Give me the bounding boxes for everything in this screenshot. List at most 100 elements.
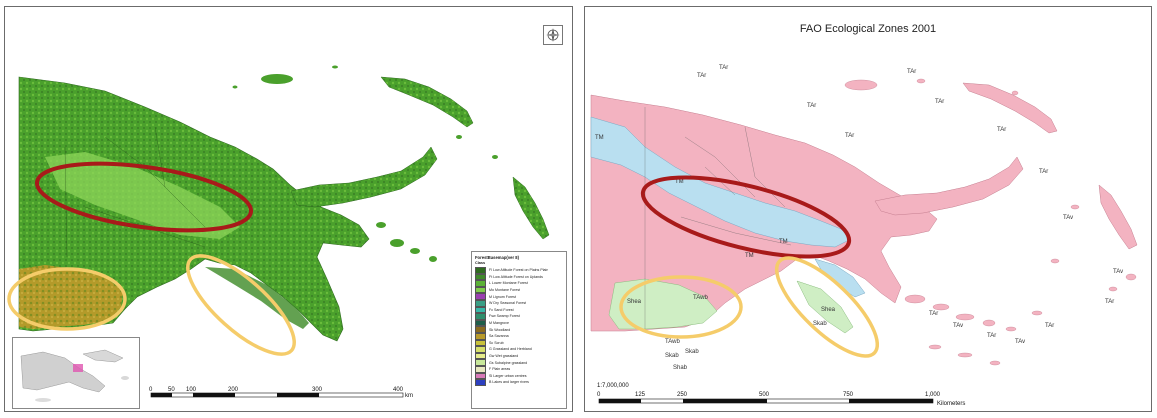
legend-label: B Lakes and larger rivers bbox=[489, 380, 529, 385]
forest-basemap-map: 0 50 100 200 300 400 km bbox=[7, 65, 550, 399]
left-scale-tick: 300 bbox=[312, 387, 323, 393]
zone-label: TAwb bbox=[693, 295, 708, 301]
zone-label: TAwb bbox=[665, 339, 680, 345]
zone-label: TM bbox=[595, 135, 604, 141]
north-arrow-icon bbox=[543, 25, 563, 45]
highlight-highlands-red bbox=[34, 161, 254, 233]
legend-label: Fl Low Altitude Forest on Plains Plain bbox=[489, 268, 549, 273]
tropical-dry-zone bbox=[608, 278, 718, 330]
legend-swatch bbox=[475, 313, 486, 320]
zone-label: TAr bbox=[907, 69, 916, 75]
legend-item: W Dry Seasonal Forest bbox=[475, 299, 563, 307]
bougainville bbox=[512, 176, 550, 240]
legend-label: W Dry Seasonal Forest bbox=[489, 301, 527, 306]
highlight-peninsula-yellow bbox=[774, 256, 880, 358]
zone-label: TAr bbox=[697, 73, 706, 79]
locator-inset-map bbox=[12, 337, 140, 409]
zone-label: Skab bbox=[685, 349, 699, 355]
legend-item: L Lower Montane Forest bbox=[475, 280, 563, 287]
legend-label: Ft Low Altitude Forest on Uplands bbox=[489, 274, 543, 279]
legend-label: G Grassland and Herbland bbox=[489, 347, 532, 352]
left-scale-tick: 200 bbox=[228, 387, 239, 393]
legend-swatch bbox=[475, 319, 486, 327]
milne-islands-1 bbox=[390, 239, 404, 247]
right-scale-unit: Kilometers bbox=[937, 401, 965, 407]
small-island-c bbox=[232, 85, 238, 89]
legend-swatch bbox=[475, 332, 486, 340]
left-scale-tick: 50 bbox=[168, 387, 175, 393]
legend-swatch bbox=[475, 267, 486, 274]
zone-label: Shea bbox=[821, 307, 836, 313]
zone-label: TAr bbox=[807, 103, 816, 109]
small-island-b bbox=[492, 155, 498, 159]
highlight-transfly-yellow bbox=[619, 275, 743, 339]
legend-item: Mo Montane Forest bbox=[475, 286, 563, 294]
trans-fly-savanna bbox=[19, 265, 123, 329]
small-island-d bbox=[332, 65, 338, 69]
zone-label: Shea bbox=[627, 299, 642, 305]
province-outlines bbox=[644, 107, 792, 331]
legend-item: Ft Low Altitude Forest on Uplands bbox=[475, 273, 563, 281]
zone-label: TM bbox=[675, 179, 684, 185]
right-scale-bar: 0 125 250 500 750 1,000 Kilometers 1:7,0… bbox=[597, 383, 965, 407]
legend-item: Sc Scrub bbox=[475, 339, 563, 347]
legend-item: Fl Low Altitude Forest on Plains Plain bbox=[475, 267, 563, 274]
legend-item: F Plain areas bbox=[475, 365, 563, 373]
legend-item: Fsw Swamp Forest bbox=[475, 313, 563, 320]
highlight-highlands-red bbox=[640, 175, 852, 259]
zone-label: TAv bbox=[1063, 215, 1073, 221]
highlight-peninsula-yellow bbox=[186, 254, 296, 356]
right-scale-tick: 0 bbox=[597, 392, 601, 398]
highlight-transfly-yellow bbox=[7, 267, 127, 331]
legend-item: Fc Sand Forest bbox=[475, 306, 563, 314]
legend-item: B Lakes and larger rivers bbox=[475, 379, 563, 386]
tropical-mountain-zone bbox=[590, 116, 852, 248]
right-scale-tick: 125 bbox=[635, 392, 646, 398]
legend-label: Gs Subalpine grassland bbox=[489, 360, 528, 365]
zone-label: TAv bbox=[953, 323, 963, 329]
zone-label: Skab bbox=[813, 321, 827, 327]
zone-label: TAr bbox=[1039, 169, 1048, 175]
right-scale-tick: 500 bbox=[759, 392, 770, 398]
legend-swatch bbox=[475, 293, 486, 300]
manus-zone bbox=[844, 79, 878, 91]
small-island-a bbox=[456, 135, 462, 139]
legend-label: Fc Sand Forest bbox=[489, 307, 514, 312]
legend-swatch bbox=[475, 273, 486, 281]
legend-swatch bbox=[475, 359, 486, 366]
right-scale-tick: 1,000 bbox=[925, 392, 941, 398]
left-scale-bar: 0 50 100 200 300 400 km bbox=[149, 387, 413, 399]
left-scale-unit: km bbox=[405, 393, 413, 399]
new-britain-zone bbox=[874, 156, 1024, 216]
map-title: FAO Ecological Zones 2001 bbox=[799, 23, 937, 35]
legend-swatch bbox=[475, 280, 486, 287]
zone-label: TM bbox=[745, 253, 754, 259]
legend-title: ForestBasemap(ver 8) bbox=[475, 255, 519, 260]
zone-label: TAr bbox=[997, 127, 1006, 133]
legend-swatch bbox=[475, 346, 486, 353]
zone-label: TM bbox=[779, 239, 788, 245]
legend-item: Sl Larger urban centres bbox=[475, 372, 563, 380]
legend-item: Gs Subalpine grassland bbox=[475, 359, 563, 366]
legend-label: F Plain areas bbox=[489, 367, 511, 372]
legend-label: Gw Wet grassland bbox=[489, 354, 519, 359]
legend-swatch bbox=[475, 372, 486, 380]
zone-label: TAr bbox=[1045, 323, 1054, 329]
legend-label: Sa Savanna bbox=[489, 334, 509, 339]
legend-label: M Mangrove bbox=[489, 321, 509, 326]
zone-label: TAr bbox=[929, 311, 938, 317]
bougainville-zone bbox=[1098, 184, 1138, 250]
zone-label: TAr bbox=[845, 133, 854, 139]
new-britain bbox=[290, 146, 438, 208]
new-ireland bbox=[380, 76, 474, 128]
legend-label: Sk Woodland bbox=[489, 327, 511, 332]
legend-swatch bbox=[475, 286, 486, 294]
fao-zones-panel: FAO Ecological Zones 2001 bbox=[584, 6, 1152, 412]
zone-label: TAr bbox=[987, 333, 996, 339]
zone-label: TAr bbox=[1105, 299, 1114, 305]
legend-subtitle: Class bbox=[475, 261, 486, 265]
legend-label: Fsw Swamp Forest bbox=[489, 314, 520, 319]
right-scale-tick: 250 bbox=[677, 392, 688, 398]
legend-swatch bbox=[475, 352, 486, 360]
